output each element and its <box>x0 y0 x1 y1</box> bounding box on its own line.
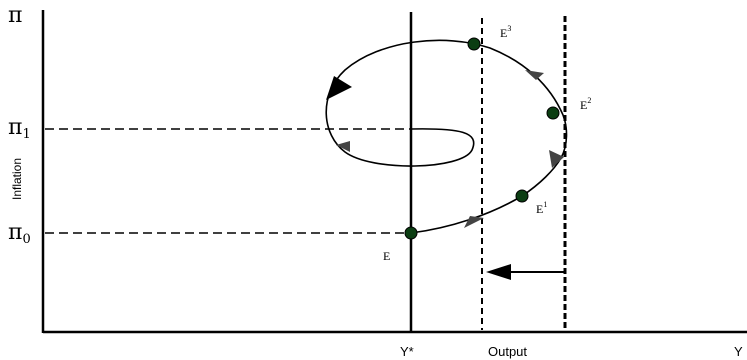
potential-output-label: Y* <box>400 344 414 359</box>
adjustment-loop-curve <box>325 39 568 234</box>
point-e3 <box>467 37 481 51</box>
point-e3-label: E3 <box>500 24 511 40</box>
loop-arrowhead-2 <box>549 150 564 168</box>
loop-arrowhead-5 <box>336 141 350 152</box>
loop-arrowhead-3 <box>525 70 544 80</box>
loop-arrowhead-4 <box>326 76 352 100</box>
x-axis-symbol: Y <box>734 344 743 359</box>
point-e-label: E <box>383 249 390 263</box>
point-e2-label: E2 <box>580 96 591 112</box>
y-axis-symbol: π <box>8 3 22 28</box>
pi0-label: π0 <box>8 220 31 247</box>
shift-arrowhead <box>486 264 511 280</box>
point-e <box>404 226 418 240</box>
point-e2 <box>546 106 560 120</box>
point-e1-label: E1 <box>536 200 547 216</box>
x-axis-label: Output <box>488 344 527 359</box>
y-axis-label: Inflation <box>10 158 24 200</box>
loop-arrowhead-1 <box>464 216 484 228</box>
pi1-label: π1 <box>8 115 31 142</box>
point-e1 <box>515 189 529 203</box>
